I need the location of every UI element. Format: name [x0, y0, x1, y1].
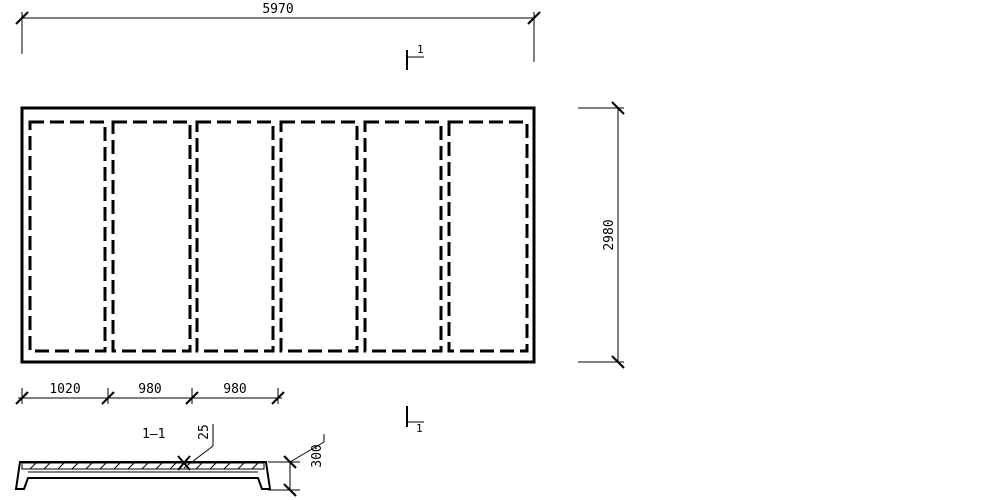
right-dimension: 2980	[578, 101, 625, 369]
panel-5	[363, 120, 443, 353]
section-marker-bottom: 1	[406, 406, 424, 435]
panel-2	[111, 120, 192, 353]
rib-thickness-label: 25	[197, 424, 212, 440]
section-height-label: 300	[310, 444, 325, 467]
panel-1	[28, 120, 107, 353]
section-title: 1–1	[142, 427, 165, 442]
panel-4	[279, 120, 359, 353]
section-view: 1–1 25	[14, 424, 325, 497]
section-profile-outer	[14, 461, 272, 490]
section-marker-bottom-label: 1	[416, 422, 423, 435]
bay-3-label: 980	[223, 382, 246, 397]
bay-1-label: 1020	[49, 382, 80, 397]
section-top-plate	[21, 462, 265, 470]
panel-6	[447, 120, 529, 353]
overall-length-label: 5970	[262, 2, 293, 17]
panel-3	[195, 120, 275, 353]
top-dimension: 5970	[15, 2, 541, 62]
panel-ribs	[28, 120, 529, 353]
bay-2-label: 980	[138, 382, 161, 397]
section-marker-top: 1	[406, 43, 424, 70]
section-marker-top-label: 1	[417, 43, 424, 56]
section-hatching	[29, 462, 259, 470]
overall-width-label: 2980	[602, 219, 617, 250]
slab-outline	[20, 106, 536, 364]
bay-dimensions: 1020 980 980	[15, 382, 285, 405]
